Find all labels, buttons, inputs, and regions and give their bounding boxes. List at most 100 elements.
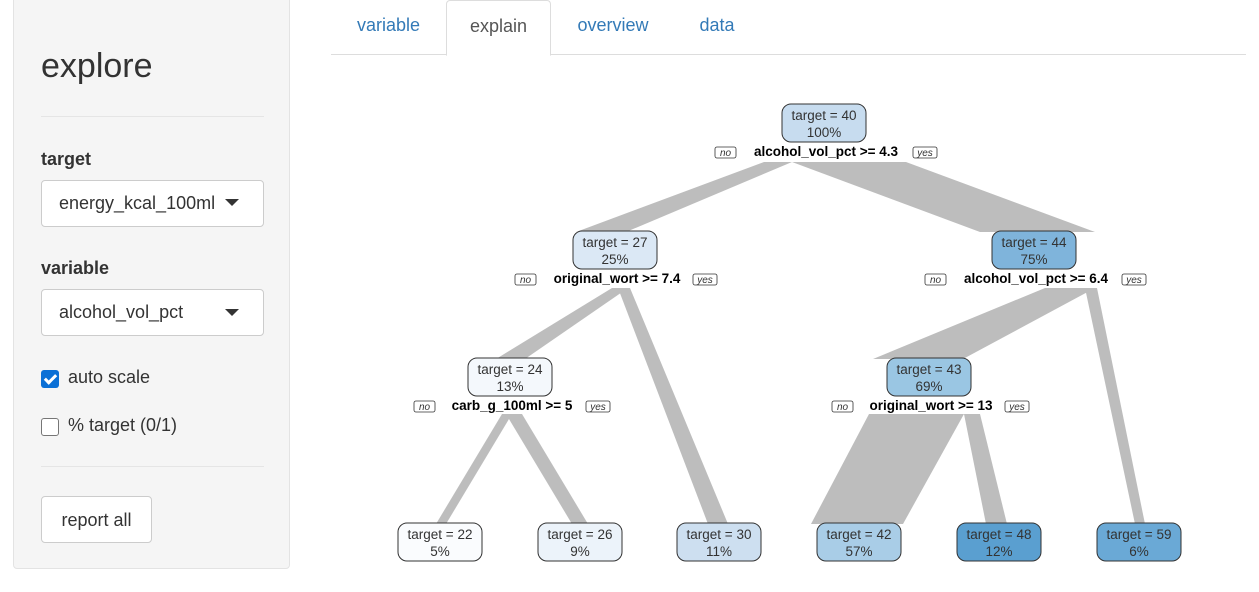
node-box bbox=[956, 522, 1042, 562]
no-tag: no bbox=[837, 402, 849, 413]
node-percent: 13% bbox=[496, 379, 523, 394]
node-target: target = 42 bbox=[827, 527, 892, 542]
sidebar-panel: explore target energy_kcal_100ml variabl… bbox=[13, 0, 290, 569]
node-split: original_wort >= 7.4 bbox=[554, 271, 681, 286]
variable-select[interactable]: alcohol_vol_pct bbox=[41, 289, 264, 336]
no-tag-box bbox=[924, 273, 947, 286]
yes-tag: yes bbox=[696, 275, 713, 286]
yes-tag-box bbox=[1121, 273, 1147, 286]
tree-leaf: target = 26 9% bbox=[537, 522, 623, 562]
node-split: alcohol_vol_pct >= 4.3 bbox=[754, 144, 899, 159]
chevron-down-icon bbox=[225, 309, 239, 316]
branch-n5-n10 bbox=[964, 414, 1007, 524]
tab-bar: variable explain overview data bbox=[331, 0, 1246, 56]
node-percent: 57% bbox=[845, 544, 872, 559]
tab-overview[interactable]: overview bbox=[577, 15, 649, 35]
node-percent: 100% bbox=[807, 125, 842, 140]
target-select[interactable]: energy_kcal_100ml bbox=[41, 180, 264, 227]
tree-leaf: target = 30 11% bbox=[676, 522, 762, 562]
node-target: target = 22 bbox=[408, 527, 473, 542]
branch-n4-n6 bbox=[436, 414, 512, 524]
tab-explain[interactable]: explain bbox=[446, 0, 551, 56]
node-percent: 6% bbox=[1129, 544, 1149, 559]
tab-data[interactable]: data bbox=[699, 15, 735, 35]
node-split: carb_g_100ml >= 5 bbox=[452, 398, 573, 413]
tree-branches bbox=[436, 162, 1145, 524]
tree-leaf: target = 42 57% bbox=[816, 522, 902, 562]
node-target: target = 24 bbox=[478, 362, 543, 377]
node-box bbox=[572, 230, 658, 270]
node-target: target = 26 bbox=[548, 527, 613, 542]
branch-n5-n9 bbox=[811, 414, 964, 524]
pct-target-label[interactable]: % target (0/1) bbox=[68, 415, 178, 435]
sidebar-title: explore bbox=[41, 47, 153, 85]
node-target: target = 44 bbox=[1002, 235, 1067, 250]
node-box bbox=[1096, 522, 1182, 562]
variable-label: variable bbox=[41, 258, 110, 278]
no-tag-box bbox=[831, 400, 854, 413]
no-tag-box bbox=[413, 400, 436, 413]
branch-n2-n8 bbox=[618, 288, 728, 524]
branch-n2-n4 bbox=[496, 288, 628, 359]
no-tag: no bbox=[520, 275, 532, 286]
tree-node: target = 43 69% no original_wort >= 13 y… bbox=[831, 357, 1030, 413]
chevron-down-icon bbox=[225, 199, 239, 206]
sidebar-divider bbox=[41, 466, 264, 467]
tab-variable[interactable]: variable bbox=[356, 15, 421, 35]
no-tag: no bbox=[930, 275, 942, 286]
yes-tag-box bbox=[585, 400, 611, 413]
yes-tag-box bbox=[1004, 400, 1030, 413]
pct-target-checkbox[interactable] bbox=[41, 418, 59, 436]
report-all-button[interactable]: report all bbox=[41, 496, 152, 543]
node-target: target = 48 bbox=[967, 527, 1032, 542]
branch-n1-n2 bbox=[576, 162, 792, 232]
no-tag-box bbox=[714, 146, 737, 159]
yes-tag: yes bbox=[916, 148, 933, 159]
branch-n3-n5 bbox=[873, 288, 1095, 359]
node-percent: 11% bbox=[706, 544, 732, 559]
no-tag: no bbox=[720, 148, 732, 159]
target-select-value: energy_kcal_100ml bbox=[59, 193, 216, 213]
target-label: target bbox=[41, 149, 92, 169]
tree-node: target = 44 75% no alcohol_vol_pct >= 6.… bbox=[924, 230, 1147, 286]
yes-tag-box bbox=[692, 273, 718, 286]
yes-tag-box bbox=[912, 146, 938, 159]
no-tag: no bbox=[419, 402, 431, 413]
node-box bbox=[397, 522, 483, 562]
node-split: alcohol_vol_pct >= 6.4 bbox=[964, 271, 1109, 286]
sidebar-divider bbox=[41, 116, 264, 117]
branch-n1-n3 bbox=[792, 162, 1095, 232]
branch-n3-n11 bbox=[1085, 288, 1145, 524]
node-target: target = 30 bbox=[687, 527, 752, 542]
tree-leaf: target = 48 12% bbox=[956, 522, 1042, 562]
auto-scale-label[interactable]: auto scale bbox=[68, 367, 151, 387]
tree-leaf: target = 59 6% bbox=[1096, 522, 1182, 562]
node-percent: 12% bbox=[985, 544, 1012, 559]
node-target: target = 43 bbox=[897, 362, 962, 377]
node-percent: 25% bbox=[601, 252, 628, 267]
node-split: original_wort >= 13 bbox=[869, 398, 993, 413]
yes-tag: yes bbox=[589, 402, 606, 413]
node-target: target = 40 bbox=[792, 108, 857, 123]
branch-n4-n7 bbox=[506, 414, 588, 524]
variable-select-value: alcohol_vol_pct bbox=[59, 302, 184, 322]
auto-scale-checkbox[interactable] bbox=[41, 370, 59, 388]
node-box bbox=[537, 522, 623, 562]
no-tag-box bbox=[514, 273, 537, 286]
yes-tag: yes bbox=[1125, 275, 1142, 286]
node-percent: 75% bbox=[1020, 252, 1047, 267]
tree-node: target = 27 25% no original_wort >= 7.4 … bbox=[514, 230, 718, 286]
node-percent: 9% bbox=[570, 544, 590, 559]
node-percent: 5% bbox=[430, 544, 450, 559]
node-box bbox=[886, 357, 972, 397]
node-target: target = 59 bbox=[1107, 527, 1172, 542]
node-percent: 69% bbox=[915, 379, 942, 394]
node-target: target = 27 bbox=[583, 235, 648, 250]
yes-tag: yes bbox=[1008, 402, 1025, 413]
tree-node: target = 24 13% no carb_g_100ml >= 5 yes bbox=[413, 357, 611, 413]
tree-leaf: target = 22 5% bbox=[397, 522, 483, 562]
node-box bbox=[991, 230, 1077, 270]
node-box bbox=[781, 103, 867, 143]
tree-node: target = 40 100% no alcohol_vol_pct >= 4… bbox=[714, 103, 938, 159]
